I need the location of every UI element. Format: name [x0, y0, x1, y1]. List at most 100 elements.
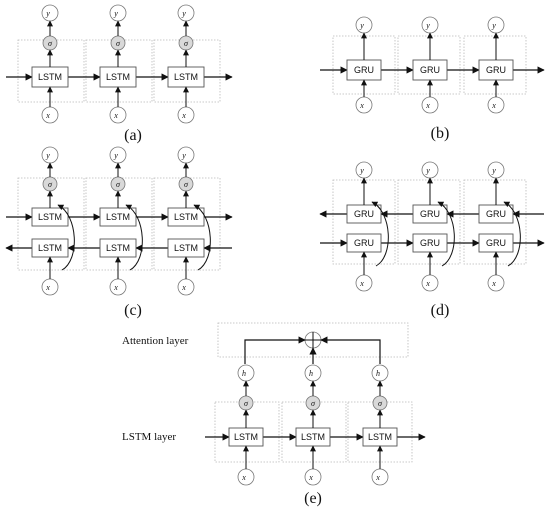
svg-text:σ: σ: [48, 39, 53, 48]
svg-text:LSTM: LSTM: [301, 432, 325, 442]
svg-text:GRU: GRU: [420, 238, 440, 248]
svg-text:h: h: [309, 369, 313, 378]
panel-a: LSTM σ y x LSTM σ y x LSTM σ y x (a): [6, 4, 233, 144]
svg-text:LSTM: LSTM: [174, 212, 198, 222]
svg-text:y: y: [359, 21, 364, 30]
y-node-b-1: [355, 16, 373, 34]
svg-text:y: y: [491, 166, 496, 175]
x-node-c-2: [109, 278, 127, 296]
attention-layer-label: Attention layer: [122, 335, 189, 347]
svg-text:x: x: [181, 111, 186, 120]
y-node-c-3: [177, 146, 195, 164]
lstm-layer-label: LSTM layer: [122, 431, 176, 443]
x-node-e-3: [371, 468, 389, 486]
x-node-a-3: [177, 106, 195, 124]
panel-a-label: (a): [124, 127, 142, 144]
svg-text:LSTM: LSTM: [174, 243, 198, 253]
svg-text:y: y: [45, 151, 50, 160]
y-node-b-2: [421, 16, 439, 34]
svg-text:GRU: GRU: [420, 209, 440, 219]
svg-text:y: y: [359, 166, 364, 175]
svg-text:y: y: [113, 151, 118, 160]
svg-text:x: x: [425, 279, 430, 288]
svg-text:GRU: GRU: [354, 65, 374, 75]
svg-text:x: x: [308, 473, 313, 482]
x-node-e-1: [237, 468, 255, 486]
svg-text:h: h: [242, 369, 246, 378]
svg-text:σ: σ: [184, 39, 189, 48]
panel-e: Attention layer LSTM layer LSTM σ h x: [122, 322, 426, 507]
svg-text:y: y: [181, 151, 186, 160]
x-node-d-3: [487, 274, 505, 292]
y-node-d-3: [487, 161, 505, 179]
x-node-b-3: [487, 96, 505, 114]
y-node-c-1: [41, 146, 59, 164]
svg-text:x: x: [113, 283, 118, 292]
svg-text:σ: σ: [378, 399, 383, 408]
svg-text:GRU: GRU: [486, 65, 506, 75]
svg-text:GRU: GRU: [354, 209, 374, 219]
x-node-b-1: [355, 96, 373, 114]
panel-d-label: (d): [431, 302, 450, 319]
svg-text:σ: σ: [311, 399, 316, 408]
svg-text:y: y: [181, 9, 186, 18]
svg-text:x: x: [375, 473, 380, 482]
svg-text:GRU: GRU: [420, 65, 440, 75]
svg-text:x: x: [45, 111, 50, 120]
svg-text:x: x: [359, 279, 364, 288]
svg-text:GRU: GRU: [354, 238, 374, 248]
svg-text:σ: σ: [184, 180, 189, 189]
x-node-a-1: [41, 106, 59, 124]
panel-b: GRU y x GRU y x GRU y x (b): [320, 16, 545, 142]
x-node-c-3: [177, 278, 195, 296]
h-node-e-1: [237, 364, 255, 382]
svg-text:y: y: [491, 21, 496, 30]
x-node-a-2: [109, 106, 127, 124]
svg-text:x: x: [181, 283, 186, 292]
panel-d: GRU GRU y x GRU GRU y x GRU GRU y x (d): [319, 161, 545, 319]
panel-e-label: (e): [304, 490, 322, 507]
x-node-c-1: [41, 278, 59, 296]
svg-text:σ: σ: [244, 399, 249, 408]
svg-text:GRU: GRU: [486, 238, 506, 248]
panel-b-label: (b): [431, 125, 450, 142]
svg-text:LSTM: LSTM: [38, 243, 62, 253]
svg-text:x: x: [491, 279, 496, 288]
panel-c-label: (c): [124, 302, 142, 319]
svg-text:σ: σ: [116, 180, 121, 189]
svg-text:x: x: [425, 101, 430, 110]
h-node-e-3: [371, 364, 389, 382]
svg-text:x: x: [113, 111, 118, 120]
svg-text:h: h: [376, 369, 380, 378]
x-node-e-2: [304, 468, 322, 486]
x-node-b-2: [421, 96, 439, 114]
svg-text:GRU: GRU: [486, 209, 506, 219]
svg-text:y: y: [45, 9, 50, 18]
y-node-d-1: [355, 161, 373, 179]
svg-text:x: x: [45, 283, 50, 292]
x-node-d-1: [355, 274, 373, 292]
y-node-b-3: [487, 16, 505, 34]
h-node-e-2: [304, 364, 322, 382]
svg-text:LSTM: LSTM: [38, 212, 62, 222]
svg-text:y: y: [425, 21, 430, 30]
x-node-d-2: [421, 274, 439, 292]
svg-text:LSTM: LSTM: [106, 243, 130, 253]
y-node-d-2: [421, 161, 439, 179]
svg-text:x: x: [241, 473, 246, 482]
svg-text:LSTM: LSTM: [234, 432, 258, 442]
svg-text:LSTM: LSTM: [106, 72, 130, 82]
y-node-a-3: [177, 4, 195, 22]
svg-text:LSTM: LSTM: [38, 72, 62, 82]
svg-text:LSTM: LSTM: [106, 212, 130, 222]
svg-text:x: x: [359, 101, 364, 110]
svg-text:x: x: [491, 101, 496, 110]
y-node-a-1: [41, 4, 59, 22]
svg-text:LSTM: LSTM: [174, 72, 198, 82]
y-node-c-2: [109, 146, 127, 164]
svg-text:σ: σ: [116, 39, 121, 48]
svg-text:σ: σ: [48, 180, 53, 189]
panel-c: LSTM LSTM σ y x LSTM LSTM σ y x LSTM LST…: [5, 146, 233, 319]
svg-text:y: y: [113, 9, 118, 18]
